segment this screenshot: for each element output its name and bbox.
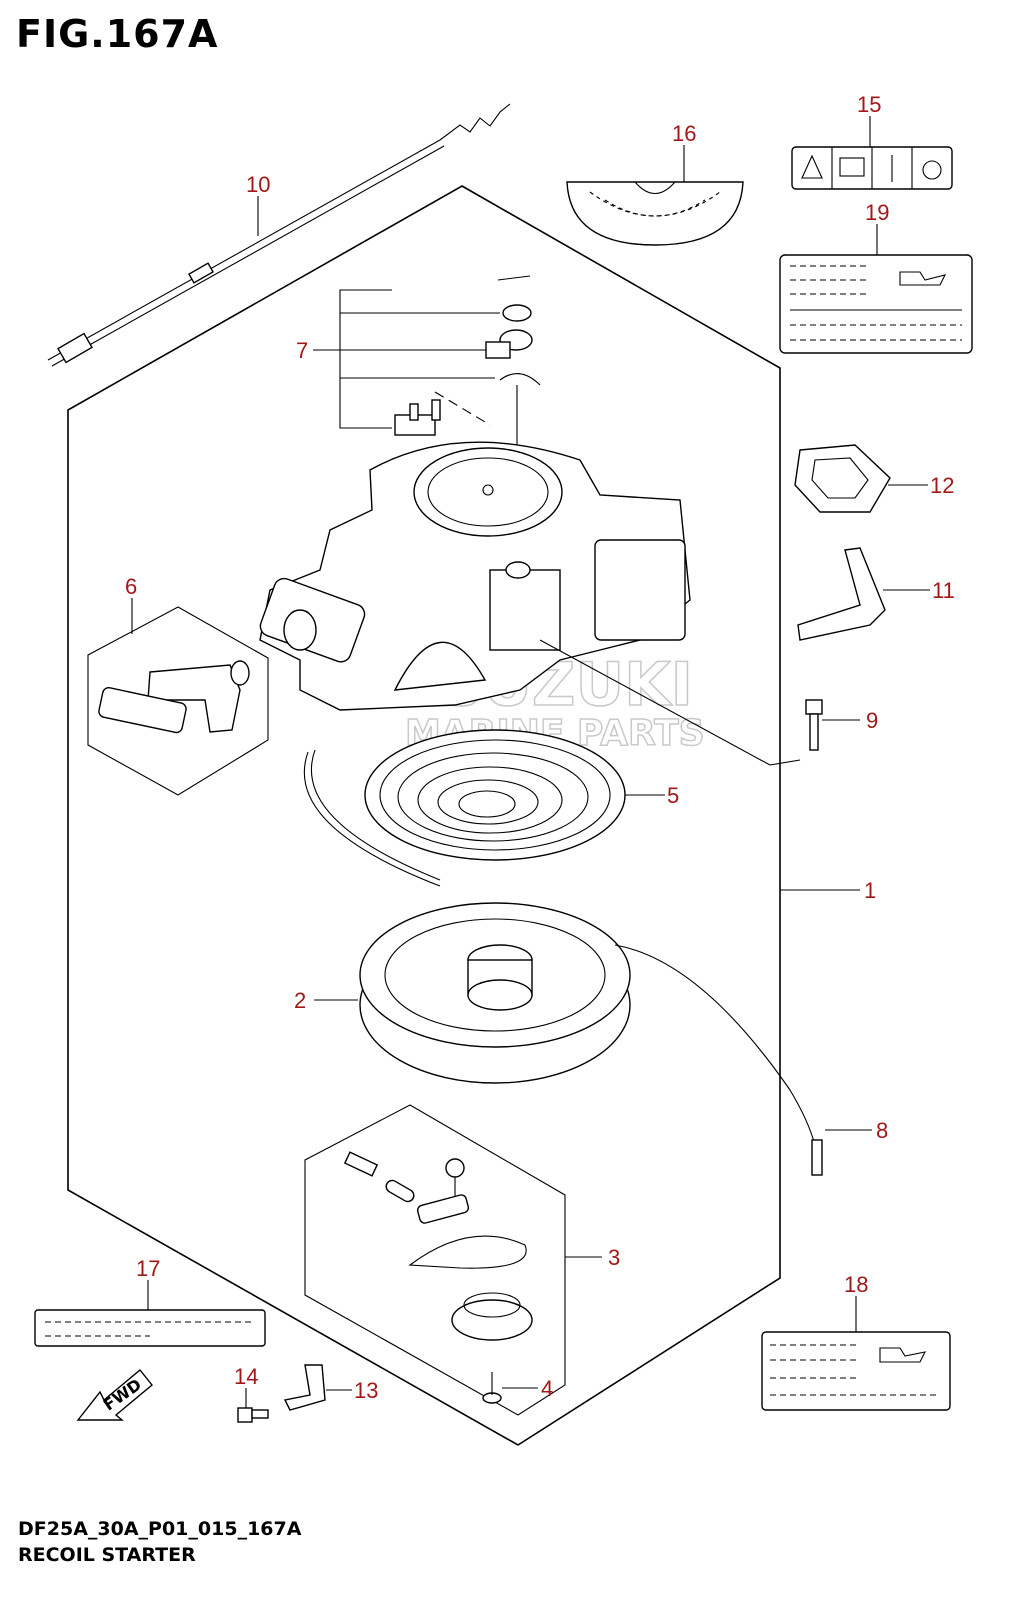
- callout-1: 1: [864, 878, 876, 903]
- callout-13: 13: [354, 1378, 378, 1403]
- part-1-housing: [259, 441, 801, 766]
- callout-18: 18: [844, 1272, 868, 1297]
- callout-15: 15: [857, 92, 881, 117]
- callout-2: 2: [294, 988, 306, 1013]
- part-12-grommet: [794, 444, 891, 513]
- part-19-label: [779, 254, 973, 354]
- callout-11: 11: [932, 578, 955, 603]
- part-8-rope-end: [811, 1139, 823, 1176]
- callout-17: 17: [136, 1256, 160, 1281]
- callout-3: 3: [608, 1245, 620, 1270]
- part-3-kit: [304, 1104, 566, 1416]
- part-15-warning-label: [791, 146, 953, 190]
- callout-9: 9: [866, 708, 878, 733]
- callout-14: 14: [234, 1364, 258, 1389]
- part-6-handle: [87, 606, 269, 796]
- diagram-code: DF25A_30A_P01_015_167A: [18, 1518, 302, 1540]
- part-16-decal: [566, 181, 744, 246]
- callout-4: 4: [541, 1376, 553, 1401]
- part-5-spring: [303, 729, 626, 887]
- part-2-reel: [359, 902, 819, 1173]
- part-10-cable: [47, 103, 511, 367]
- part-4-screw: [482, 1372, 502, 1404]
- figure-title: FIG.167A: [16, 12, 219, 56]
- callout-numbers: 1 2 3 4 5 6 7 8 9 10 11 12 13 14 15 16 1…: [125, 92, 955, 1403]
- leader-lines: [131, 116, 930, 1408]
- part-14-bolt: [237, 1407, 269, 1423]
- callout-8: 8: [876, 1118, 888, 1143]
- part-17-label: [34, 1309, 266, 1347]
- part-18-label: [761, 1331, 951, 1411]
- callout-10: 10: [246, 172, 270, 197]
- diagram-name: RECOIL STARTER: [18, 1544, 196, 1566]
- callout-16: 16: [672, 121, 696, 146]
- assembly-boundary: [67, 185, 781, 1446]
- part-9-bolt: [805, 699, 823, 751]
- fwd-arrow: FWD: [76, 1369, 153, 1421]
- callout-12: 12: [930, 473, 954, 498]
- callout-7: 7: [296, 338, 308, 363]
- callout-5: 5: [667, 783, 679, 808]
- part-11-seal: [797, 547, 886, 641]
- part-7-group: [339, 275, 541, 565]
- callout-6: 6: [125, 574, 137, 599]
- part-13-bracket: [283, 1364, 326, 1411]
- callout-19: 19: [865, 200, 889, 225]
